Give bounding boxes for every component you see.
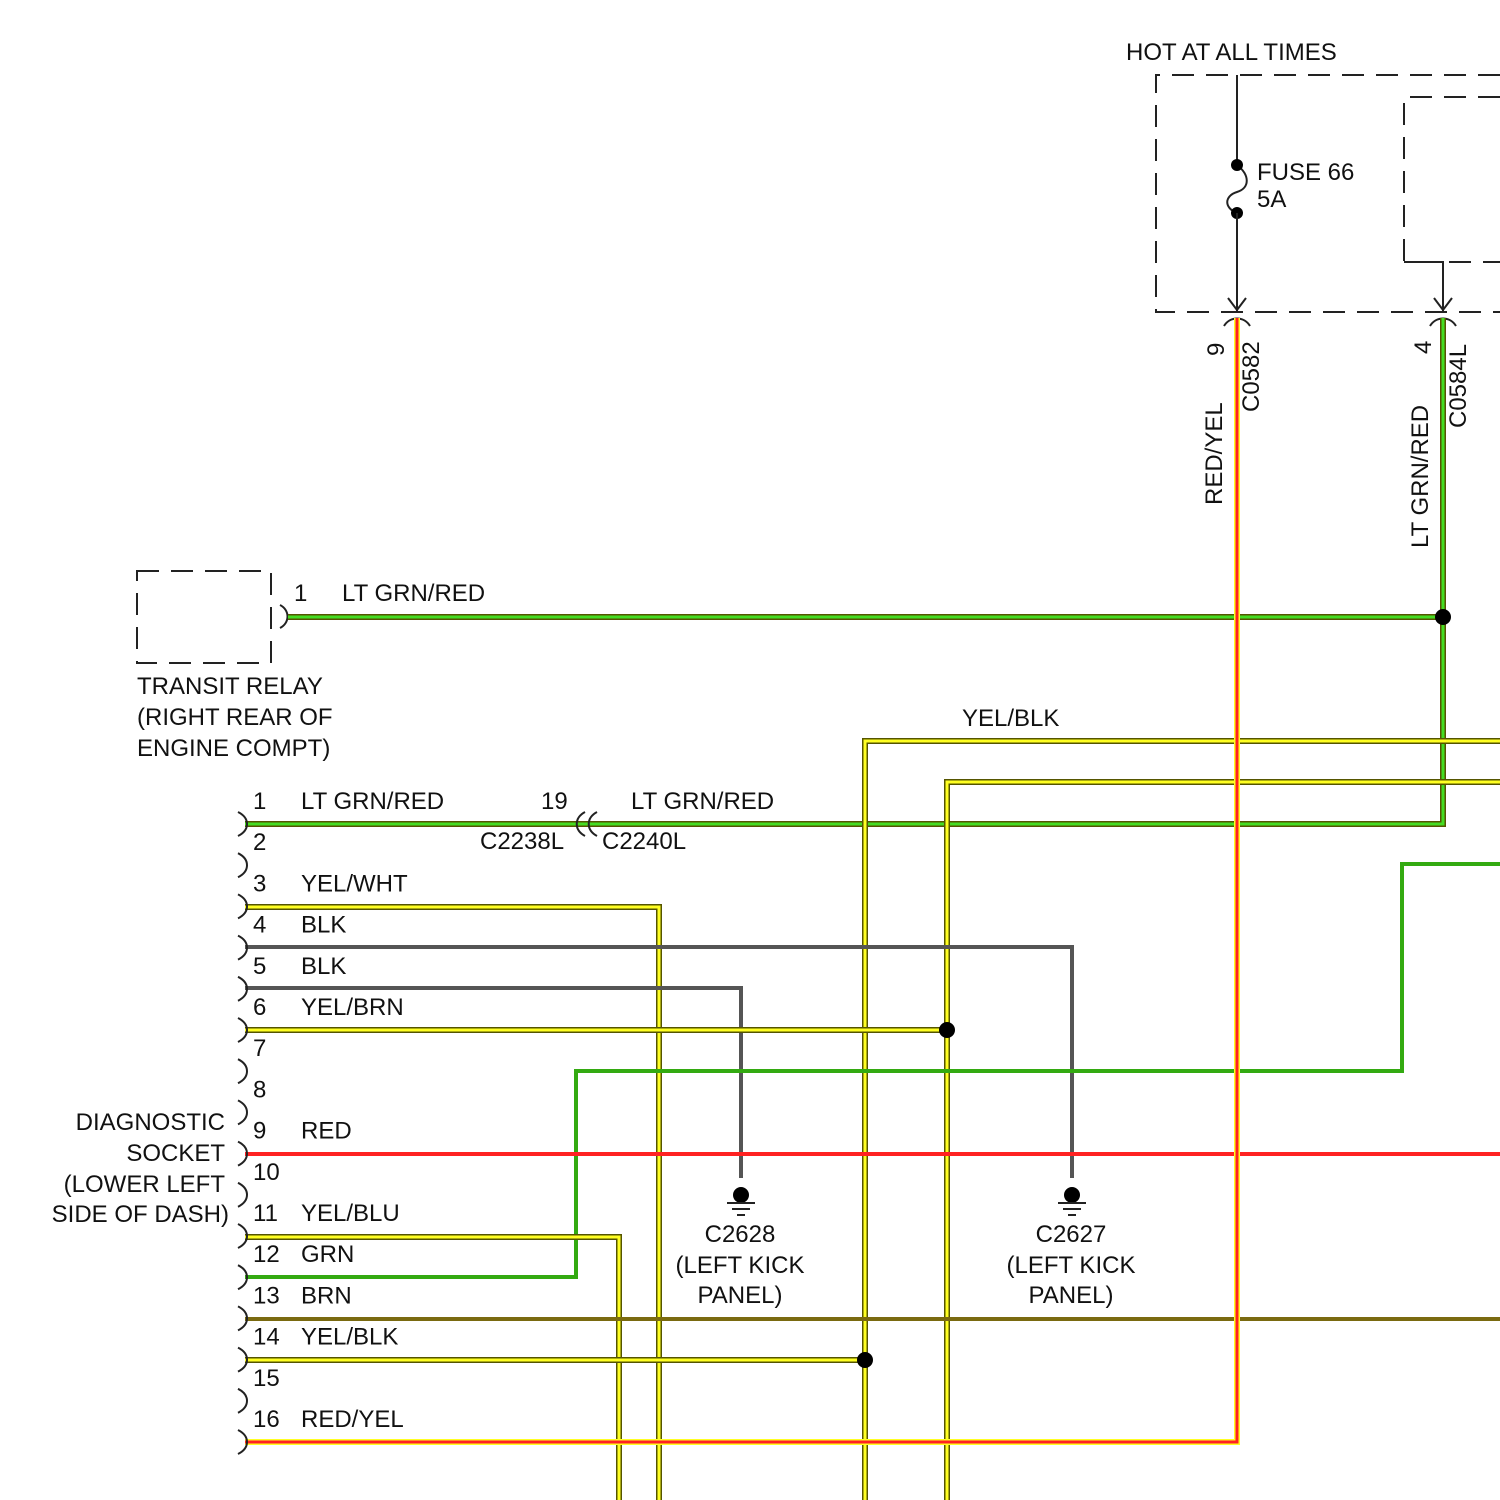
pin-4-label: 4 — [1410, 341, 1437, 354]
relay-connector-symbol — [280, 605, 288, 628]
socket-pin-1-number: 1 — [253, 788, 266, 815]
socket-pin-5-wire-label: BLK — [301, 953, 346, 980]
relay-title-line3: ENGINE COMPT) — [137, 735, 330, 762]
ground-c2627: C2627 (LEFT KICK PANEL) — [1007, 1187, 1136, 1309]
connector-c2238l-label: C2238L — [480, 828, 564, 855]
pin-9-label: 9 — [1203, 343, 1230, 356]
socket-pin-7-number: 7 — [253, 1035, 266, 1062]
socket-pin-3-wire-label: YEL/WHT — [301, 870, 408, 897]
wires — [245, 318, 1500, 1500]
fuse-box-outline — [1156, 75, 1500, 312]
socket-pin-16-number: 16 — [253, 1406, 280, 1433]
socket-pin-10-bracket — [238, 1183, 247, 1207]
socket-pin-15-number: 15 — [253, 1365, 280, 1392]
socket-pin-10-number: 10 — [253, 1159, 280, 1186]
diagnostic-socket: DIAGNOSTIC SOCKET (LOWER LEFT SIDE OF DA… — [52, 788, 445, 1454]
splice-yel-blk — [857, 1352, 873, 1368]
ground-c2627-name: C2627 — [1036, 1221, 1107, 1248]
socket-pin-2-number: 2 — [253, 829, 266, 856]
ground-c2628-line2: PANEL) — [698, 1282, 783, 1309]
socket-pin-4-number: 4 — [253, 912, 266, 939]
socket-pin-2-bracket — [238, 853, 247, 877]
wire-label-lt-grn-red-vertical: LT GRN/RED — [1407, 405, 1434, 548]
socket-pin-1-wire-label: LT GRN/RED — [301, 788, 444, 815]
socket-pin-14-wire-label: YEL/BLK — [301, 1324, 398, 1351]
ground-c2628-name: C2628 — [705, 1221, 776, 1248]
socket-title-line1: DIAGNOSTIC — [76, 1109, 225, 1136]
relay-pin-1: 1 — [294, 580, 307, 607]
socket-title-line3: (LOWER LEFT — [64, 1171, 226, 1198]
socket-pin-16-wire-label: RED/YEL — [301, 1406, 404, 1433]
hot-at-all-times-label: HOT AT ALL TIMES — [1126, 39, 1337, 66]
wire-yel-blk-top — [865, 741, 1500, 1500]
socket-pin-7-bracket — [238, 1059, 247, 1083]
socket-pin-8-number: 8 — [253, 1076, 266, 1103]
socket-pin-9-number: 9 — [253, 1118, 266, 1145]
socket-pin-12-number: 12 — [253, 1241, 280, 1268]
relay-title-line2: (RIGHT REAR OF — [137, 704, 333, 731]
socket-pin-9-wire-label: RED — [301, 1118, 352, 1145]
socket-pin-13-number: 13 — [253, 1282, 280, 1309]
inline-wire-right-label: LT GRN/RED — [631, 788, 774, 815]
socket-pin-15-bracket — [238, 1389, 247, 1413]
ground-c2628: C2628 (LEFT KICK PANEL) — [676, 1187, 805, 1309]
fuse-66-symbol — [1227, 165, 1247, 213]
connector-c0582-label: C0582 — [1238, 341, 1265, 412]
transit-relay: 1 LT GRN/RED TRANSIT RELAY (RIGHT REAR O… — [137, 571, 485, 762]
socket-pin-13-wire-label: BRN — [301, 1282, 352, 1309]
inline-pin-19: 19 — [541, 788, 568, 815]
wire-pin12-grn — [245, 864, 1500, 1277]
splice-yel-brn — [939, 1022, 955, 1038]
relay-wire-label: LT GRN/RED — [342, 580, 485, 607]
module-output-line — [1404, 262, 1443, 312]
socket-pin-11-number: 11 — [253, 1200, 278, 1227]
ground-c2627-line2: PANEL) — [1029, 1282, 1114, 1309]
splice-lt-grn-red — [1435, 609, 1451, 625]
ground-c2628-terminal — [733, 1187, 749, 1203]
socket-pin-6-number: 6 — [253, 994, 266, 1021]
ground-c2627-terminal — [1064, 1187, 1080, 1203]
socket-pin-8-bracket — [238, 1100, 247, 1124]
ground-c2628-line1: (LEFT KICK — [676, 1252, 805, 1279]
fuse-terminal-top — [1231, 159, 1243, 171]
fuse-name: FUSE 66 — [1257, 159, 1354, 186]
ground-c2627-line1: (LEFT KICK — [1007, 1252, 1136, 1279]
inner-module-outline — [1404, 97, 1500, 262]
wire-yel-brn-vertical — [947, 782, 1500, 1500]
fuse-rating: 5A — [1257, 186, 1286, 213]
socket-pin-12-wire-label: GRN — [301, 1241, 354, 1268]
socket-pin-14-number: 14 — [253, 1324, 280, 1351]
wire-label-yel-blk-top: YEL/BLK — [962, 705, 1059, 732]
socket-pin-11-wire-label: YEL/BLU — [301, 1200, 400, 1227]
wire-label-red-yel-vertical: RED/YEL — [1201, 402, 1228, 505]
socket-pin-3-number: 3 — [253, 870, 266, 897]
transit-relay-box — [137, 571, 271, 663]
socket-title-line4: SIDE OF DASH) — [52, 1201, 229, 1228]
fuse-box: HOT AT ALL TIMES FUSE 66 5A — [1126, 39, 1500, 326]
socket-pin-6-wire-label: YEL/BRN — [301, 994, 404, 1021]
relay-title-line1: TRANSIT RELAY — [137, 673, 323, 700]
socket-pin-4-wire-label: BLK — [301, 912, 346, 939]
connector-c2240l-label: C2240L — [602, 828, 686, 855]
connector-c0584l-label: C0584L — [1445, 344, 1472, 428]
socket-title-line2: SOCKET — [126, 1140, 225, 1167]
socket-pin-5-number: 5 — [253, 953, 266, 980]
